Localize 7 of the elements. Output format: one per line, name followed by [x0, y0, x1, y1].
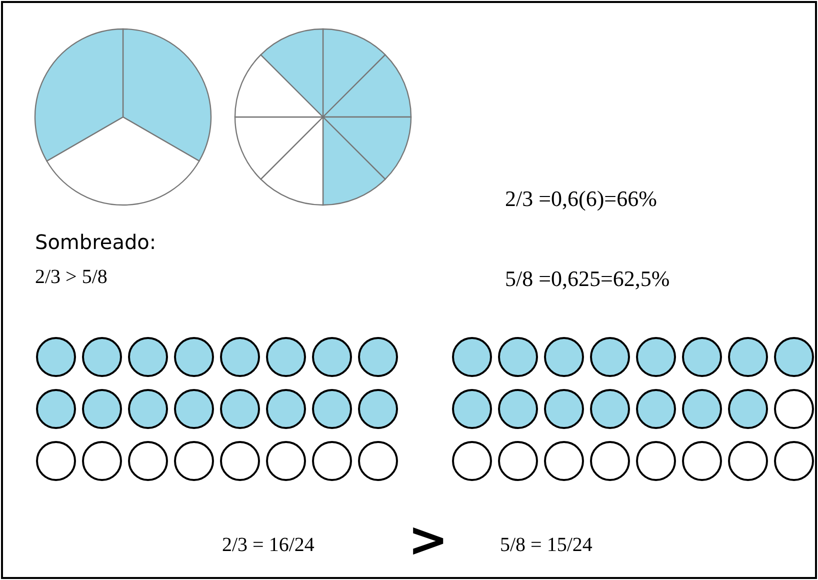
comparison-text: 2/3 > 5/8	[35, 266, 108, 289]
equation-text: 5/8 = 15/24	[500, 534, 592, 557]
equation-text: 2/3 = 16/24	[222, 534, 314, 557]
equation-text: 5/8 =0,625=62,5%	[505, 266, 670, 292]
equation-text: 2/3 =0,6(6)=66%	[505, 186, 657, 212]
heading-text: Sombreado:	[35, 230, 156, 254]
greater-than-sign: >	[408, 512, 448, 568]
